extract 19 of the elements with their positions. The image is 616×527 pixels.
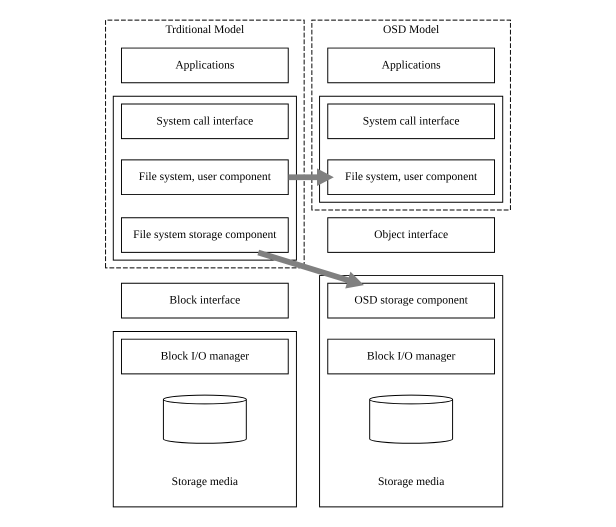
cluster — [319, 275, 504, 508]
node-label: Storage media — [378, 474, 444, 488]
node-box: Block I/O manager — [327, 338, 495, 374]
arrow — [288, 168, 334, 186]
node-box: File system, user component — [121, 159, 289, 196]
node-box: Applications — [121, 48, 289, 84]
node-box: Block interface — [121, 282, 289, 318]
node-box: OSD storage component — [327, 282, 495, 318]
cluster — [319, 96, 504, 203]
node-label: Storage media — [172, 474, 238, 488]
cluster — [112, 330, 297, 508]
node-box: Block I/O manager — [121, 338, 289, 374]
node-box: System call interface — [327, 103, 495, 140]
node-box: File system storage component — [121, 217, 289, 253]
cluster — [112, 96, 297, 261]
node-box: File system, user component — [327, 159, 495, 196]
node-box: System call interface — [121, 103, 289, 140]
node-box: Object interface — [327, 217, 495, 253]
node-box: Applications — [327, 48, 495, 84]
